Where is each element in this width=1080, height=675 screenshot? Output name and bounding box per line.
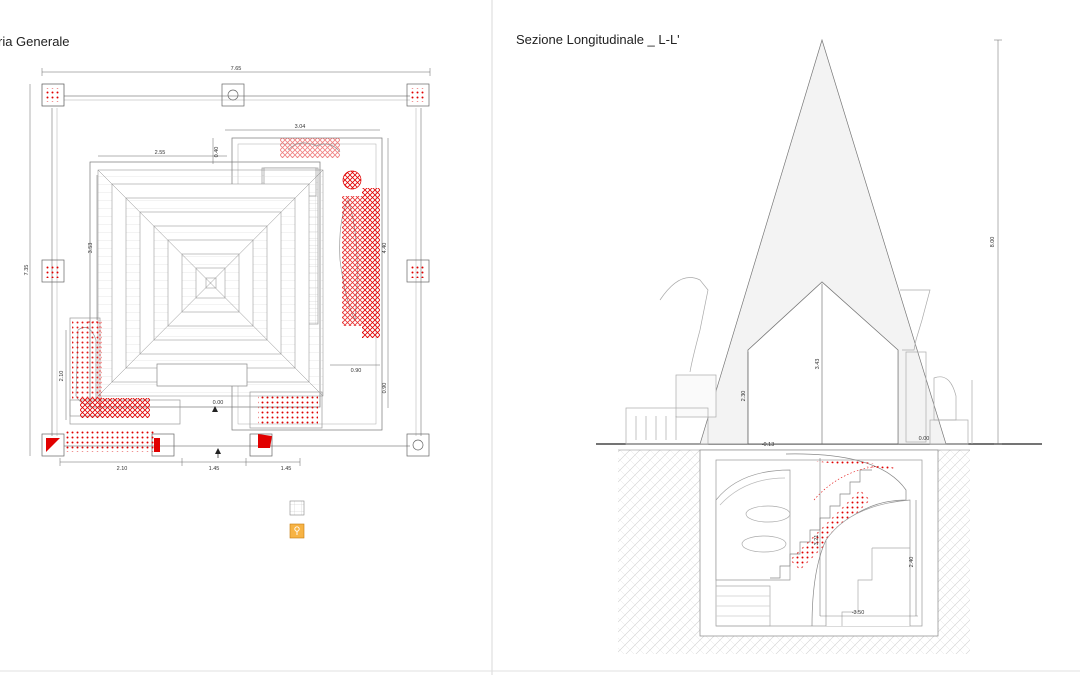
- dim-roof-depth: 3.53: [88, 243, 94, 254]
- dim-inner-top: 3.04: [295, 124, 306, 130]
- dim-offset-top: 0.40: [214, 147, 220, 158]
- dim-total-width: 7.65: [231, 66, 242, 72]
- dim-right-depth: 4.40: [382, 243, 388, 254]
- plan-title: ria Generale: [0, 34, 70, 49]
- plan-drawing: [29, 68, 431, 466]
- dim-wall-height: 2.30: [741, 391, 747, 402]
- dim-crypt-height: 2.40: [909, 557, 915, 568]
- dim-crypt-floor: -3.50: [852, 610, 865, 616]
- dim-left-lower: 2.10: [59, 371, 65, 382]
- section-drawing: [596, 38, 1042, 654]
- dim-level-left: -0.13: [762, 442, 775, 448]
- dim-level-right: 0.00: [919, 436, 930, 442]
- dim-right-small-v: 0.90: [382, 383, 388, 394]
- hatch-swatch-icon: [289, 500, 305, 516]
- dim-total-height: 7.35: [24, 265, 30, 276]
- section-title: Sezione Longitudinale _ L-L': [516, 32, 680, 47]
- key-swatch-icon: [289, 523, 305, 539]
- dim-bottom-2: 1.45: [209, 466, 220, 472]
- dim-right-small: 0.90: [351, 368, 362, 374]
- dim-bottom-3: 1.45: [281, 466, 292, 472]
- dim-bottom-1: 2.10: [117, 466, 128, 472]
- dim-roof-width: 2.55: [155, 150, 166, 156]
- dim-interior-height: 3.43: [815, 359, 821, 370]
- dim-level-plan: 0.00: [213, 400, 224, 406]
- dim-stair-height: 3.21: [814, 535, 820, 546]
- dim-section-total: 8.00: [990, 237, 996, 248]
